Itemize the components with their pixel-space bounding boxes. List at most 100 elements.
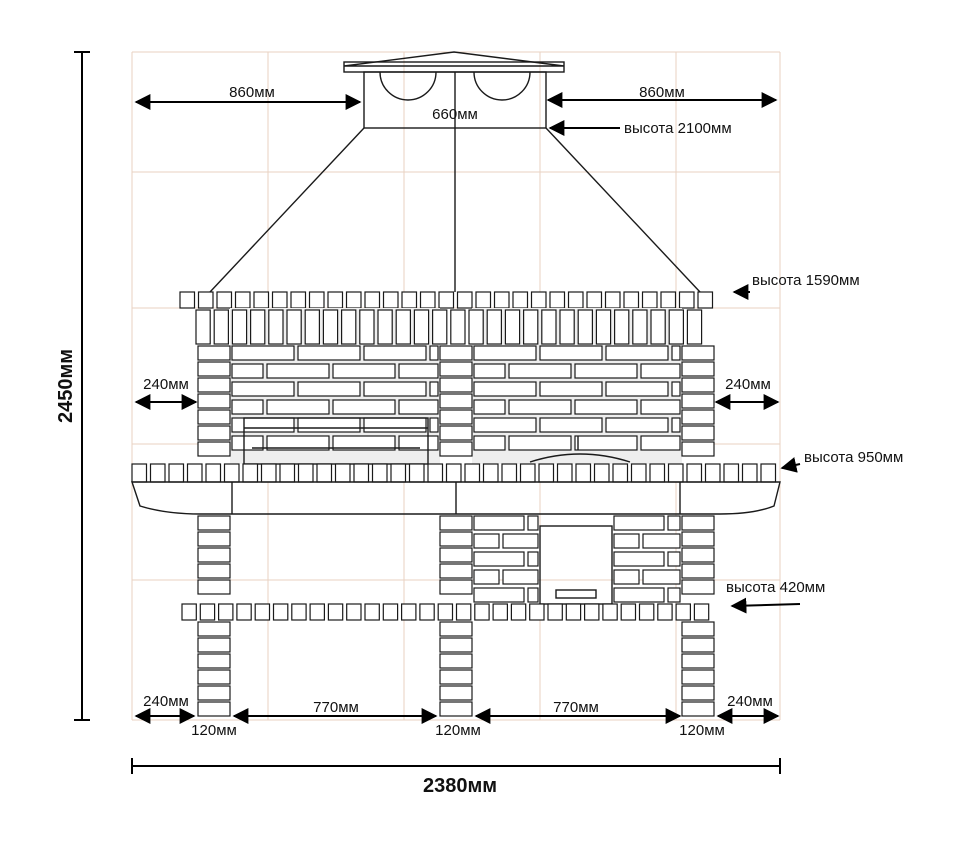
shelf-brick — [199, 603, 216, 621]
soldier-brick — [231, 309, 248, 345]
pillar-brick — [439, 361, 473, 377]
pillar-brick — [197, 425, 231, 441]
label-bottom-right-wall: 240мм — [727, 693, 773, 710]
hood-brick — [512, 291, 529, 309]
wall-brick — [502, 569, 539, 585]
counter-brick — [575, 463, 592, 483]
hood-brick — [623, 291, 640, 309]
pillar-brick — [681, 531, 715, 547]
counter-brick — [205, 463, 222, 483]
shelf-brick — [401, 603, 417, 621]
pillar-brick — [439, 393, 473, 409]
wall-brick — [667, 515, 681, 531]
hood-brick — [660, 291, 677, 309]
wall-brick — [605, 381, 669, 397]
counter-brick — [686, 463, 703, 483]
wall-brick — [508, 399, 572, 415]
pillar-brick — [681, 345, 715, 361]
wall-brick — [508, 435, 572, 451]
label-left-post: 120мм — [191, 722, 237, 739]
ash-door — [539, 525, 613, 605]
leg-brick — [681, 653, 715, 669]
wall-brick — [297, 345, 361, 361]
hood-brick — [234, 291, 251, 309]
wall-brick — [429, 417, 439, 433]
leg-brick — [439, 685, 473, 701]
wall-brick — [473, 551, 525, 567]
wall-brick — [605, 345, 669, 361]
counter-brick — [242, 463, 259, 483]
shelf-brick — [327, 603, 344, 621]
soldier-brick — [359, 309, 375, 345]
pillar-brick — [681, 515, 715, 531]
wall-brick — [613, 515, 665, 531]
hood-brick — [419, 291, 436, 309]
soldier-brick — [377, 309, 393, 345]
wall-brick — [266, 399, 330, 415]
pillar-brick — [681, 361, 715, 377]
hood-brick — [530, 291, 547, 309]
pillar-brick — [197, 441, 231, 457]
wall-brick — [231, 345, 295, 361]
soldier-brick — [450, 309, 466, 345]
wall-brick — [473, 515, 525, 531]
shelf-brick — [675, 603, 691, 621]
counter-brick — [649, 463, 666, 483]
soldier-brick — [395, 309, 412, 345]
soldier-brick — [504, 309, 521, 345]
pillar-brick — [439, 377, 473, 393]
wall-brick — [574, 399, 638, 415]
hood-brick — [327, 291, 344, 309]
leg-brick — [439, 621, 473, 637]
wall-brick — [640, 435, 681, 451]
label-right-post: 120мм — [679, 722, 725, 739]
soldier-brick — [468, 309, 484, 345]
leg-brick — [197, 685, 231, 701]
counter-brick — [593, 463, 610, 483]
counter-brick — [556, 463, 573, 483]
shelf-brick — [236, 603, 252, 621]
leg-brick — [197, 653, 231, 669]
wall-brick — [613, 587, 665, 603]
soldier-brick — [304, 309, 321, 345]
soldier-brick — [341, 309, 357, 345]
wall-brick — [642, 569, 681, 585]
label-shelf-height: высота 420мм — [726, 579, 825, 596]
wall-brick — [473, 363, 506, 379]
shelf-brick — [638, 603, 655, 621]
leg-brick — [439, 669, 473, 685]
shelf-brick — [657, 603, 673, 621]
counter-brick — [279, 463, 296, 483]
counter-brick — [408, 463, 425, 483]
hood-brick-row — [179, 291, 714, 309]
leg-brick — [197, 621, 231, 637]
label-right-opening: 770мм — [553, 699, 599, 716]
leg-brick — [197, 701, 231, 717]
wall-brick — [231, 417, 295, 433]
shelf-brick-row — [181, 603, 710, 621]
counter-brick — [538, 463, 555, 483]
wall-brick — [473, 381, 537, 397]
lower-brickwork — [197, 515, 715, 603]
shelf-brick — [602, 603, 618, 621]
hood-brick — [290, 291, 307, 309]
hood-brick — [456, 291, 473, 309]
shelf-brick — [291, 603, 307, 621]
wall-brick — [508, 363, 572, 379]
counter-brick — [760, 463, 777, 483]
counter-brick — [186, 463, 203, 483]
wall-brick — [473, 345, 537, 361]
wall-brick — [429, 381, 439, 397]
label-middle-post: 120мм — [435, 722, 481, 739]
counter-brick — [260, 463, 277, 483]
hood-brick — [216, 291, 233, 309]
label-total-width: 2380мм — [423, 775, 497, 797]
label-chimney-width: 660мм — [432, 106, 478, 123]
hood-brick — [382, 291, 399, 309]
hood-brick — [697, 291, 714, 309]
counter-brick — [501, 463, 518, 483]
pillar-brick — [439, 441, 473, 457]
wall-brick — [297, 381, 361, 397]
pillar-brick — [681, 441, 715, 457]
